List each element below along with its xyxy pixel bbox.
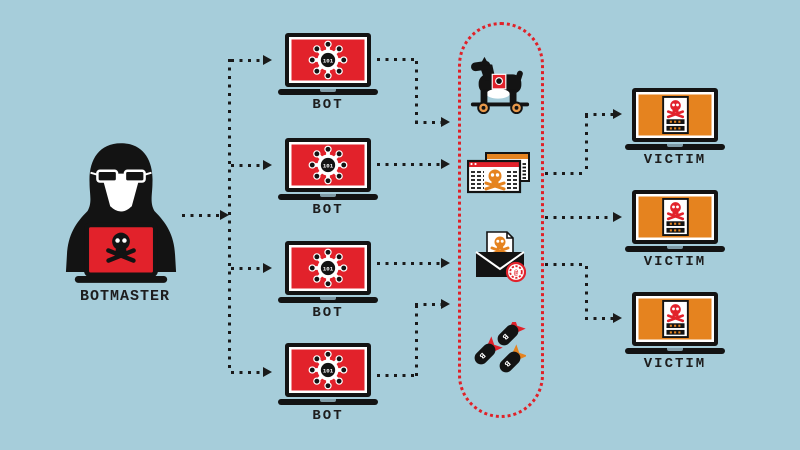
arrow-head-icon	[441, 299, 450, 309]
svg-text:B: B	[500, 331, 510, 341]
arrow-head-icon	[220, 210, 229, 220]
laptop-base	[625, 348, 725, 354]
skull-crossbones-icon	[484, 169, 506, 191]
skull-crossbones-icon	[666, 304, 684, 323]
arrow-head-icon	[441, 117, 450, 127]
bot-node-3: 101	[278, 241, 378, 303]
svg-text:101: 101	[323, 162, 334, 169]
laptop-base	[278, 194, 378, 200]
arrow-head-icon	[441, 258, 450, 268]
svg-text:101: 101	[323, 367, 334, 374]
virus-icon: 101	[308, 248, 348, 288]
arrow-segment	[377, 163, 441, 166]
ransom-warning-icon	[661, 300, 689, 338]
laptop-base	[278, 399, 378, 405]
hooded-hacker-icon	[65, 143, 177, 283]
malicious-webpages-icon	[467, 152, 530, 194]
victim-label: VICTIM	[643, 356, 707, 372]
arrow-segment	[231, 371, 263, 374]
glasses-icon	[90, 169, 152, 183]
bot-node-2: 101	[278, 138, 378, 200]
laptop-base	[278, 89, 378, 95]
virus-icon: 101	[308, 40, 348, 80]
arrow-segment	[585, 317, 613, 320]
bombs-icon: B B B	[474, 322, 526, 373]
arrow-head-icon	[441, 159, 450, 169]
bot-label: BOT	[312, 202, 344, 218]
arrow-segment	[415, 305, 418, 376]
malicious-email-icon: @	[475, 231, 526, 283]
hacker-laptop	[74, 222, 168, 283]
arrow-segment	[585, 266, 588, 319]
victim-laptop-screen	[632, 190, 718, 244]
svg-text:101: 101	[323, 265, 334, 272]
svg-text:101: 101	[323, 57, 334, 64]
laptop-base	[625, 144, 725, 150]
bot-node-1: 101	[278, 33, 378, 95]
skull-crossbones-icon	[666, 100, 684, 119]
bot-laptop-screen: 101	[285, 33, 371, 87]
arrow-segment	[415, 303, 441, 306]
arrow-segment	[231, 267, 263, 270]
victim-node-3	[625, 292, 725, 354]
ransom-warning-icon	[661, 198, 689, 236]
arrow-segment	[545, 172, 587, 175]
arrow-segment	[585, 115, 588, 174]
skull-crossbones-icon	[106, 232, 136, 263]
laptop-base	[625, 246, 725, 252]
arrow-segment	[415, 61, 418, 123]
arrow-head-icon	[613, 109, 622, 119]
victim-label: VICTIM	[643, 254, 707, 270]
arrow-segment	[377, 58, 417, 61]
ransom-warning-icon	[661, 96, 689, 134]
arrow-segment	[228, 59, 231, 373]
arrow-segment	[377, 262, 441, 265]
victim-laptop-screen	[632, 88, 718, 142]
arrow-head-icon	[613, 212, 622, 222]
svg-text:B: B	[502, 358, 512, 368]
virus-icon: 101	[308, 145, 348, 185]
virus-icon: 101	[308, 350, 348, 390]
arrow-head-icon	[263, 160, 272, 170]
victim-node-1	[625, 88, 725, 150]
laptop-base	[74, 275, 168, 283]
bot-laptop-screen: 101	[285, 241, 371, 295]
arrow-segment	[545, 216, 613, 219]
arrow-segment	[545, 263, 587, 266]
victim-node-2	[625, 190, 725, 252]
laptop-base	[278, 297, 378, 303]
svg-text:@: @	[514, 270, 519, 278]
arrow-segment	[231, 164, 263, 167]
bot-label: BOT	[312, 408, 344, 424]
arrow-head-icon	[263, 367, 272, 377]
bot-node-4: 101	[278, 343, 378, 405]
victim-label: VICTIM	[643, 152, 707, 168]
arrow-segment	[377, 374, 417, 377]
red-dotted-capsule	[458, 22, 544, 418]
bot-label: BOT	[312, 305, 344, 321]
arrow-segment	[415, 121, 441, 124]
botmaster-label: BOTMASTER	[79, 288, 170, 305]
skull-crossbones-icon	[666, 202, 684, 221]
trojan-horse-icon	[470, 56, 530, 114]
at-badge-icon: @	[505, 261, 526, 283]
bot-label: BOT	[312, 97, 344, 113]
arrow-head-icon	[613, 313, 622, 323]
bot-laptop-screen: 101	[285, 343, 371, 397]
victim-laptop-screen	[632, 292, 718, 346]
svg-text:B: B	[477, 350, 487, 360]
arrow-segment	[182, 214, 220, 217]
arrow-head-icon	[263, 55, 272, 65]
arrow-segment	[231, 59, 263, 62]
arrow-head-icon	[263, 263, 272, 273]
arrow-segment	[585, 113, 613, 116]
bot-laptop-screen: 101	[285, 138, 371, 192]
hacker-face	[101, 173, 141, 212]
